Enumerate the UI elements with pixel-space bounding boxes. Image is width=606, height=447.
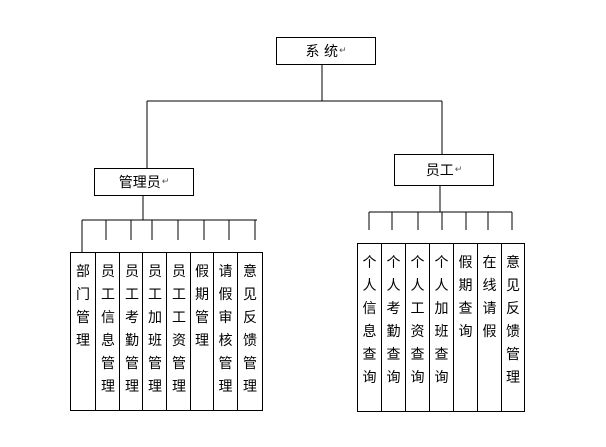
admin-function-5: 员工工资管理: [166, 252, 192, 411]
employee-function-label: 在线请假: [482, 255, 497, 340]
employee-function-label: 个人信息查询: [362, 255, 377, 386]
employee-function-label: 个人考勤查询: [386, 255, 401, 386]
admin-function-label: 假期管理: [195, 264, 209, 349]
admin-function-6: 假期管理: [190, 252, 214, 411]
root-node: 系 统↵: [276, 37, 376, 65]
employee-label: 员工: [425, 163, 454, 179]
employee-function-label: 意见反馈管理: [506, 255, 520, 386]
admin-function-label: 员工信息管理: [101, 264, 115, 395]
admin-function-8: 意见反馈管理: [237, 252, 263, 411]
admin-function-2: 员工信息管理: [95, 252, 121, 411]
admin-label: 管理员: [118, 175, 161, 191]
employee-function-4: 个人加班查询: [429, 243, 454, 412]
employee-function-label: 假期查询: [458, 255, 473, 340]
employee-function-3: 个人工资查询: [405, 243, 430, 412]
admin-function-label: 意见反馈管理: [243, 264, 257, 395]
employee-function-label: 个人工资查询: [410, 255, 425, 386]
admin-function-3: 员工考勤管理: [119, 252, 145, 411]
admin-function-7: 请假审核管理: [213, 252, 238, 411]
employee-function-6: 在线请假: [477, 243, 502, 412]
admin-function-label: 部门管理: [76, 264, 90, 349]
admin-function-label: 员工加班管理: [148, 264, 162, 395]
employee-function-label: 个人加班查询: [434, 255, 449, 386]
admin-function-4: 员工加班管理: [142, 252, 168, 411]
admin-function-label: 请假审核管理: [218, 264, 233, 395]
admin-function-label: 员工考勤管理: [125, 264, 139, 395]
employee-function-7: 意见反馈管理: [501, 243, 525, 412]
employee-function-1: 个人信息查询: [357, 243, 382, 412]
admin-node: 管理员↵: [94, 168, 194, 196]
employee-node: 员工↵: [394, 154, 494, 186]
employee-function-5: 假期查询: [453, 243, 478, 412]
admin-function-label: 员工工资管理: [172, 264, 186, 395]
admin-function-1: 部门管理: [70, 252, 96, 411]
employee-function-2: 个人考勤查询: [381, 243, 406, 412]
root-label: 系 统: [305, 44, 338, 60]
